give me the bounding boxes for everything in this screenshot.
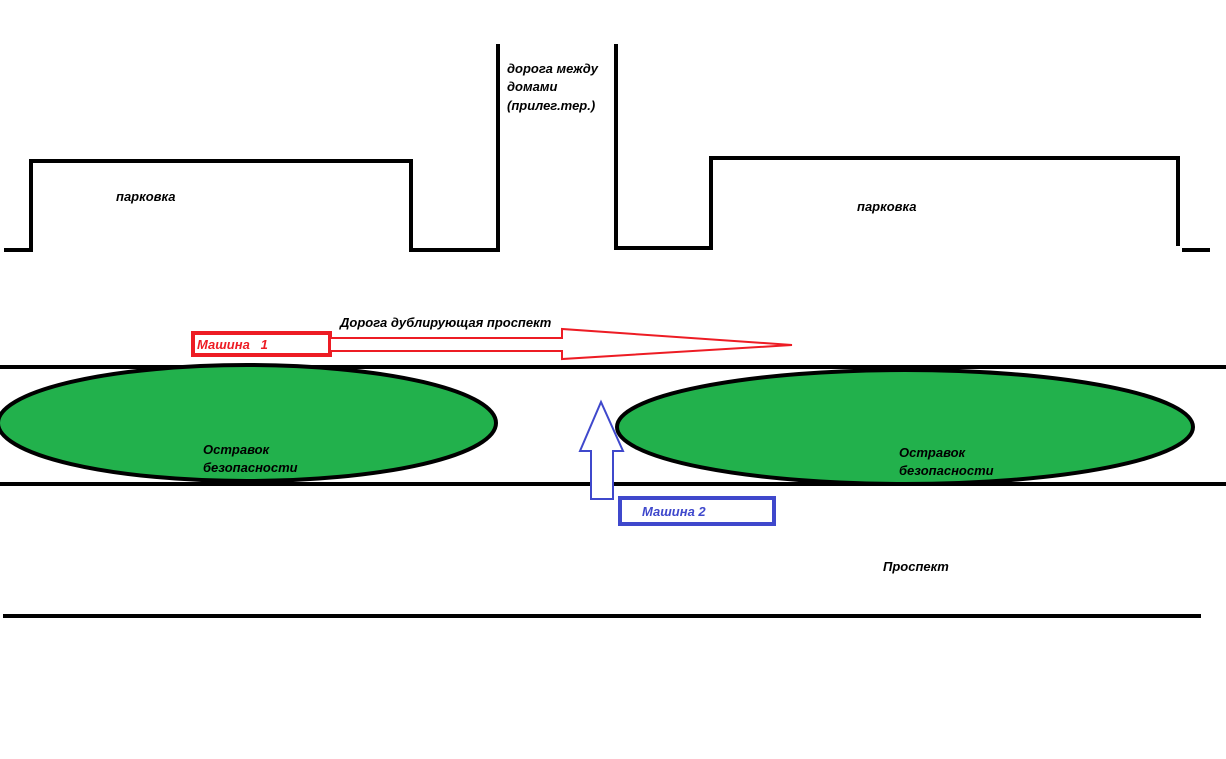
car1-arrow xyxy=(329,327,793,361)
parking-right-outline xyxy=(614,44,1180,250)
island-left-label-line2: безопасности xyxy=(203,460,298,475)
island-right-label-line2: безопасности xyxy=(899,463,994,478)
island-left-label-line1: Остравок xyxy=(203,442,271,457)
parking-left-label: парковка xyxy=(116,189,175,204)
road-between-label-line1: дорога между xyxy=(507,61,599,76)
car2-arrow xyxy=(578,399,625,500)
service-road-label: Дорога дублирующая проспект xyxy=(339,315,552,330)
car2-box xyxy=(618,496,776,526)
avenue-label: Проспект xyxy=(883,559,949,574)
parking-left-outline xyxy=(4,44,500,252)
safety-island-right xyxy=(615,368,1195,486)
parking-right-label: парковка xyxy=(857,199,916,214)
road-between-label-line2: домами xyxy=(507,79,557,94)
car1-label: Машина 1 xyxy=(197,337,268,352)
car2-label: Машина 2 xyxy=(642,504,706,519)
road-between-label-line3: (прилег.тер.) xyxy=(507,98,595,113)
safety-island-left xyxy=(0,363,498,483)
island-right-label-line1: Остравок xyxy=(899,445,967,460)
